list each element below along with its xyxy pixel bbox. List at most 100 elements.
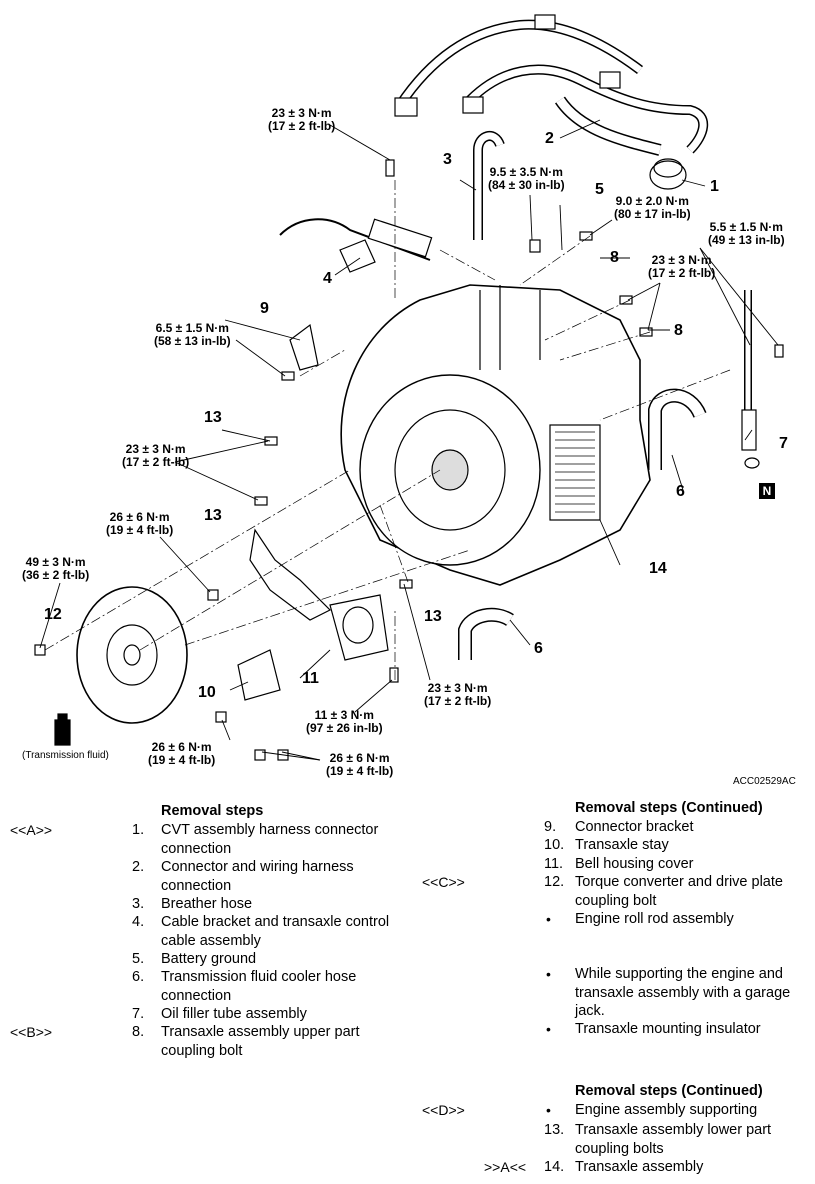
step-text: Transaxle assembly: [575, 1159, 704, 1175]
torque-value-imperial: (80 ± 17 in-lb): [614, 207, 691, 221]
step-reference: >>A<<: [484, 1159, 527, 1175]
transaxle-illustration: [34, 14, 784, 761]
fluid-bottle-icon: [54, 719, 71, 746]
step-text: Connector and wiring harness connection: [161, 859, 354, 894]
step-number: 3.: [132, 896, 145, 912]
torque-value: 23 ± 3 N·m: [651, 253, 712, 267]
torque-value-imperial: (19 ± 4 ft-lb): [148, 753, 216, 767]
steps-heading: Removal steps (Continued): [575, 800, 763, 816]
step-number: 7.: [132, 1006, 145, 1022]
torque-label: 23 ± 3 N·m (17 ± 2 ft-lb): [648, 254, 715, 280]
step-number: 6.: [132, 969, 145, 985]
torque-value: 26 ± 6 N·m: [109, 510, 170, 524]
torque-value: 5.5 ± 1.5 N·m: [709, 220, 783, 234]
torque-value: 23 ± 3 N·m: [427, 681, 488, 695]
steps-heading: Removal steps: [161, 803, 264, 819]
step-number: 10.: [544, 837, 565, 853]
torque-value: 23 ± 3 N·m: [271, 106, 332, 120]
step-text: CVT assembly harness connector connectio…: [161, 822, 379, 857]
bullet-mark: •: [546, 966, 551, 982]
callout-3: 3: [443, 151, 452, 168]
torque-label: 23 ± 3 N·m (17 ± 2 ft-lb): [268, 107, 335, 133]
callout-9: 9: [260, 300, 269, 317]
torque-label: 23 ± 3 N·m (17 ± 2 ft-lb): [424, 682, 491, 708]
torque-label: 26 ± 6 N·m (19 ± 4 ft-lb): [326, 752, 393, 778]
step-text: Engine roll rod assembly: [575, 911, 734, 927]
step-reference: <<B>>: [10, 1024, 53, 1040]
torque-label: 49 ± 3 N·m (36 ± 2 ft-lb): [22, 556, 89, 582]
callout-11: 11: [302, 670, 319, 687]
torque-value: 6.5 ± 1.5 N·m: [155, 321, 229, 335]
torque-value: 9.0 ± 2.0 N·m: [615, 194, 689, 208]
torque-value-imperial: (49 ± 13 in-lb): [708, 233, 785, 247]
step-text: Torque converter and drive plate couplin…: [575, 874, 783, 909]
callout-12: 12: [44, 606, 62, 623]
torque-value: 26 ± 6 N·m: [329, 751, 390, 765]
torque-label: 11 ± 3 N·m (97 ± 26 in-lb): [306, 709, 383, 735]
torque-value-imperial: (17 ± 2 ft-lb): [268, 119, 336, 133]
callout-10: 10: [198, 684, 216, 701]
step-number: 5.: [132, 951, 145, 967]
step-text: Engine assembly supporting: [575, 1102, 758, 1118]
torque-value-imperial: (58 ± 13 in-lb): [154, 334, 231, 348]
callout-14: 14: [649, 560, 667, 577]
wiring-harness-drawing: [394, 14, 709, 190]
step-text: Transaxle assembly upper part coupling b…: [161, 1024, 360, 1059]
torque-value-imperial: (17 ± 2 ft-lb): [122, 455, 190, 469]
callout-6: 6: [676, 483, 685, 500]
step-number: 13.: [544, 1122, 565, 1138]
torque-value: 26 ± 6 N·m: [151, 740, 212, 754]
callout-13: 13: [204, 409, 222, 426]
step-number: 1.: [132, 822, 145, 838]
callout-5: 5: [595, 181, 604, 198]
step-text: Transaxle assembly lower part coupling b…: [575, 1122, 772, 1157]
callout-1: 1: [710, 178, 719, 195]
torque-value-imperial: (17 ± 2 ft-lb): [648, 266, 716, 280]
callout-2: 2: [545, 130, 554, 147]
step-number: 4.: [132, 914, 145, 930]
figure-code: ACC02529AC: [733, 776, 796, 787]
callout-8: 8: [610, 249, 619, 266]
callout-13: 13: [204, 507, 222, 524]
torque-label: 5.5 ± 1.5 N·m (49 ± 13 in-lb): [708, 221, 785, 247]
step-text: Battery ground: [161, 951, 257, 967]
torque-value-imperial: (19 ± 4 ft-lb): [106, 523, 174, 537]
step-number: 12.: [544, 874, 565, 890]
step-number: 9.: [544, 819, 557, 835]
torque-value: 23 ± 3 N·m: [125, 442, 186, 456]
step-text: Connector bracket: [575, 819, 694, 835]
step-text: Bell housing cover: [575, 856, 694, 872]
step-text: While supporting the engine and transaxl…: [575, 966, 791, 1019]
callout-6: 6: [534, 640, 543, 657]
callout-4: 4: [323, 270, 332, 287]
torque-label: 23 ± 3 N·m (17 ± 2 ft-lb): [122, 443, 189, 469]
step-text: Transmission fluid cooler hose connectio…: [161, 969, 357, 1004]
step-reference: <<D>>: [422, 1102, 465, 1118]
step-text: Transaxle stay: [575, 837, 669, 853]
torque-value: 9.5 ± 3.5 N·m: [489, 165, 563, 179]
step-number: 8.: [132, 1024, 145, 1040]
bullet-mark: •: [546, 1102, 551, 1118]
torque-label: 26 ± 6 N·m (19 ± 4 ft-lb): [106, 511, 173, 537]
torque-label: 6.5 ± 1.5 N·m (58 ± 13 in-lb): [154, 322, 231, 348]
torque-value-imperial: (97 ± 26 in-lb): [306, 721, 383, 735]
step-text: Cable bracket and transaxle control cabl…: [161, 914, 390, 949]
callout-8: 8: [674, 322, 683, 339]
steps-heading: Removal steps (Continued): [575, 1083, 763, 1099]
torque-value-imperial: (19 ± 4 ft-lb): [326, 764, 394, 778]
step-number: 14.: [544, 1159, 565, 1175]
step-text: Oil filler tube assembly: [161, 1006, 307, 1022]
torque-value-imperial: (84 ± 30 in-lb): [488, 178, 565, 192]
torque-value-imperial: (17 ± 2 ft-lb): [424, 694, 492, 708]
step-text: Transaxle mounting insulator: [575, 1021, 761, 1037]
step-reference: <<A>>: [10, 822, 53, 838]
fluid-label: (Transmission fluid): [22, 750, 109, 761]
step-number: 11.: [544, 856, 564, 872]
torque-label: 26 ± 6 N·m (19 ± 4 ft-lb): [148, 741, 215, 767]
bullet-mark: •: [546, 911, 551, 927]
step-number: 2.: [132, 859, 145, 875]
torque-value: 49 ± 3 N·m: [25, 555, 86, 569]
step-text: Breather hose: [161, 896, 253, 912]
torque-label: 9.0 ± 2.0 N·m (80 ± 17 in-lb): [614, 195, 691, 221]
torque-label: 9.5 ± 3.5 N·m (84 ± 30 in-lb): [488, 166, 565, 192]
